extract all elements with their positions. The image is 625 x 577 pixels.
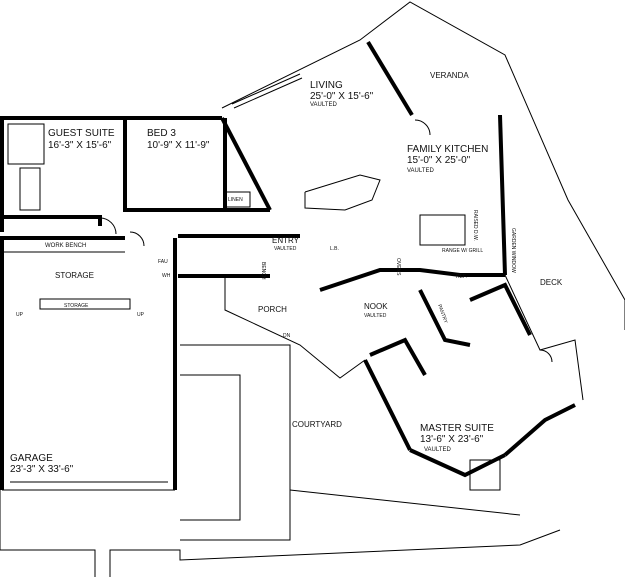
door-swing-guest: [99, 217, 117, 235]
master-suite-dims: 13'-6" X 23'-6": [420, 434, 484, 445]
veranda-outline: [221, 1, 625, 330]
wall-kitchen-east: [498, 114, 507, 276]
master-suite-name: MASTER SUITE: [420, 423, 494, 434]
family-kitchen-name: FAMILY KITCHEN: [407, 144, 488, 155]
door-swing-garage: [129, 231, 145, 247]
nook-note: VAULTED: [364, 313, 387, 319]
wall-south-guest: [0, 215, 102, 226]
living-note: VAULTED: [310, 102, 337, 108]
guest-suite-dims: 16'-3" X 15'-6": [48, 140, 112, 151]
courtyard-inner: [180, 374, 241, 521]
door-swing-kitchen: [414, 119, 431, 136]
storage-name: STORAGE: [55, 271, 94, 280]
living-window-inner: [233, 77, 303, 109]
site-wall-2: [109, 529, 561, 577]
entry-name: ENTRY: [272, 236, 300, 245]
guest-vanity: [19, 167, 41, 211]
wall-closet-1: [369, 337, 427, 376]
work-bench-label: WORK BENCH: [45, 243, 86, 249]
bed3-dims: 10'-9" X 11'-9": [147, 140, 210, 151]
ovens-label: OVENS: [395, 258, 401, 276]
wall-master-south: [409, 448, 506, 478]
courtyard-outline: [180, 344, 291, 541]
wh-label: WH: [162, 273, 171, 279]
wall-kitchen-south: [319, 268, 505, 292]
kitchen-island: [419, 214, 466, 246]
linen-label: LINEN: [228, 197, 243, 203]
family-kitchen-note: VAULTED: [407, 168, 434, 174]
wall-kitchen-north: [366, 40, 414, 117]
fau-label: FAU: [158, 259, 168, 265]
bed3-name: BED 3: [147, 128, 176, 139]
garage-name: GARAGE: [10, 453, 53, 464]
labels: GUEST SUITE 16'-3" X 15'-6" BED 3 10'-9"…: [10, 71, 563, 475]
storage-rack: [39, 298, 131, 310]
nook-name: NOOK: [364, 302, 388, 311]
bench-label: BENCH: [260, 262, 266, 280]
deck-name: DECK: [540, 278, 563, 287]
master-suite-note: VAULTED: [424, 447, 451, 453]
entry-note: VAULTED: [274, 246, 297, 252]
up-left-label: UP: [16, 312, 24, 318]
wall-living-west: [220, 117, 272, 211]
guest-suite-name: GUEST SUITE: [48, 128, 115, 139]
guest-shower: [7, 123, 45, 165]
living-dims: 25'-0" X 15'-6": [310, 91, 374, 102]
door-swing-deck: [539, 349, 553, 363]
garden-window-label: GARDEN WINDOW: [510, 228, 516, 273]
porch-name: PORCH: [258, 305, 287, 314]
courtyard-wall: [289, 489, 521, 516]
deck-outline: [504, 274, 584, 401]
living-window: [231, 73, 301, 105]
wall-master-east: [503, 403, 576, 457]
master-shower: [469, 459, 501, 491]
wall-closet-2: [469, 282, 532, 336]
dn-label: DN: [283, 333, 291, 339]
raised-dw-label: RAISED D.W.: [472, 210, 478, 241]
site-wall: [0, 490, 96, 577]
family-kitchen-dims: 15'-0" X 25'-0": [407, 155, 471, 166]
ref-label: REF.: [456, 274, 467, 280]
walls: [0, 40, 576, 490]
wall-between-guest-bed3: [123, 118, 148, 212]
courtyard-name: COURTYARD: [292, 420, 342, 429]
porch-outline: [224, 276, 366, 379]
linen-closet: [225, 191, 251, 208]
wall-pantry: [418, 289, 471, 347]
living-name: LIVING: [310, 80, 343, 91]
veranda-name: VERANDA: [430, 71, 469, 80]
lb-label: L.B.: [330, 246, 339, 252]
wall-master-west: [363, 359, 412, 451]
fireplace: [304, 174, 381, 211]
storage-inner-label: STORAGE: [64, 303, 89, 309]
range-label: RANGE W/ GRILL: [442, 248, 483, 254]
up-right-label: UP: [137, 312, 145, 318]
garage-dims: 23'-3" X 33'-6": [10, 464, 74, 475]
